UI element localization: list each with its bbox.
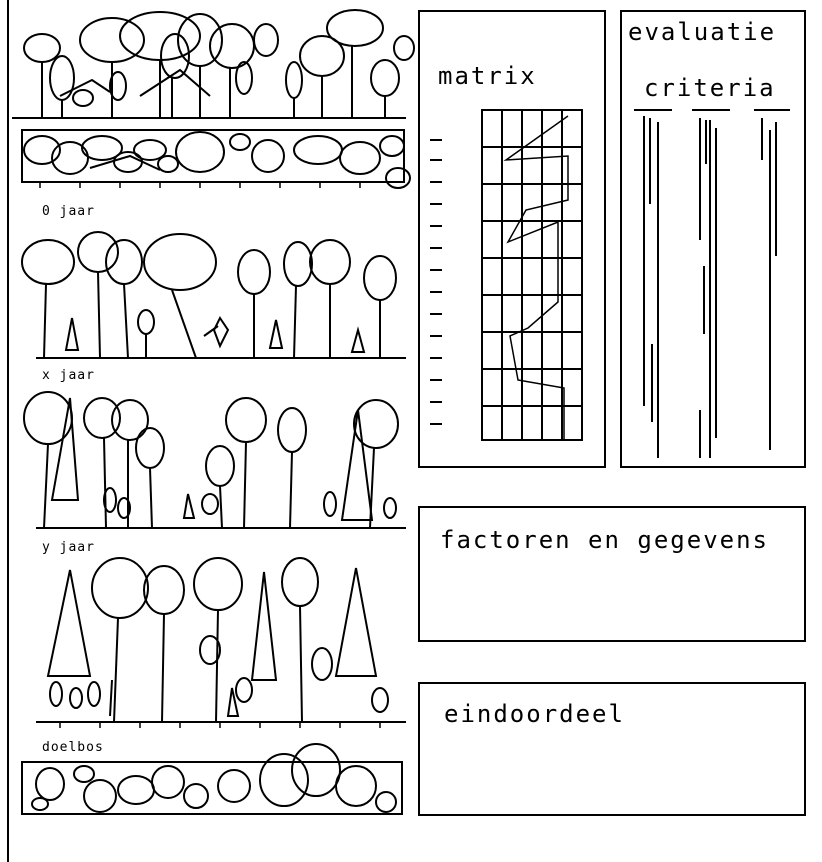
final-judgement-panel: eindoordeel	[418, 682, 806, 816]
stage-0-profile	[12, 9, 415, 119]
final-judgement-title: eindoordeel	[444, 700, 625, 728]
stage-y-profile	[23, 391, 406, 529]
stage-label-y-jaar: y jaar	[40, 540, 97, 555]
matrix-title: matrix	[438, 62, 537, 90]
doelbos-plan	[21, 743, 403, 815]
evaluation-criteria-panel: evaluatie criteria	[620, 10, 806, 468]
factors-title: factoren en gegevens	[440, 526, 769, 554]
evaluation-title-line1: evaluatie	[628, 18, 777, 46]
doelbos-profile	[36, 557, 406, 728]
factors-data-panel: factoren en gegevens	[418, 506, 806, 642]
stage-0-plan	[21, 129, 411, 189]
evaluation-criteria-bars	[634, 109, 790, 458]
matrix-grid	[430, 109, 583, 441]
evaluation-title-line2: criteria	[644, 74, 776, 102]
stage-x-profile	[21, 231, 406, 359]
stage-label-doelbos: doelbos	[40, 740, 106, 755]
matrix-panel: matrix	[418, 10, 606, 468]
stage-label-x-jaar: x jaar	[40, 368, 97, 383]
stage-label-0-jaar: 0 jaar	[40, 204, 97, 219]
